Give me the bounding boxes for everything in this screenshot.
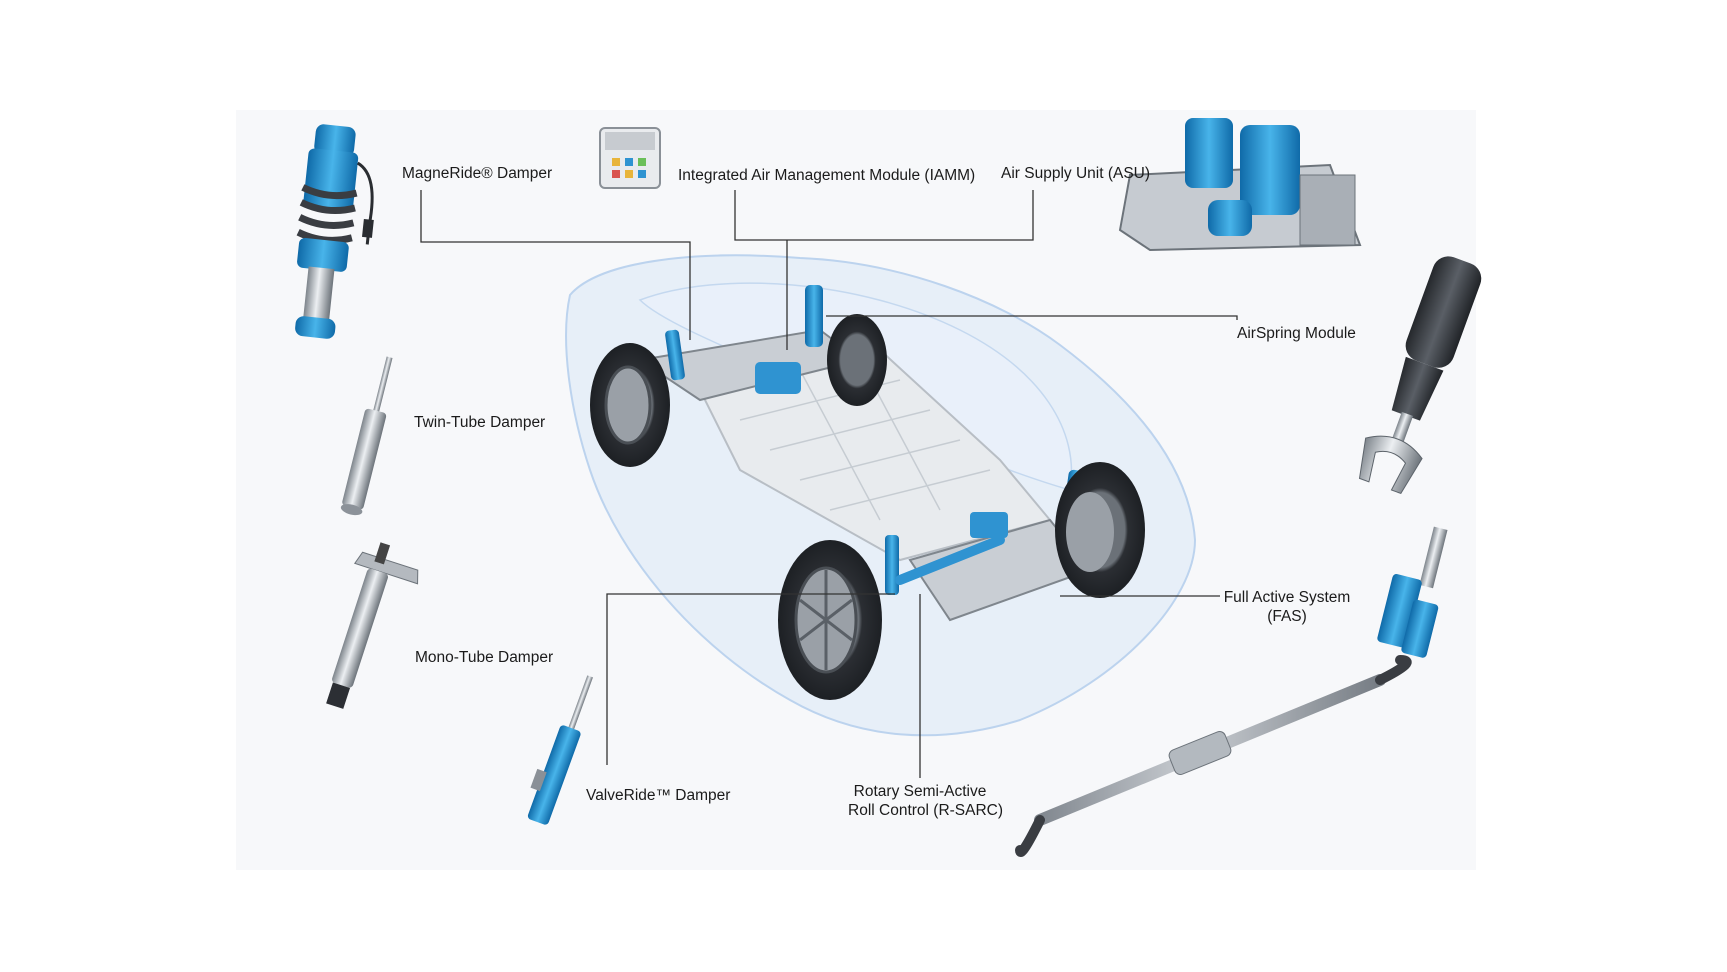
label-rsarc-line2: Roll Control (R-SARC) bbox=[848, 802, 1004, 819]
front-left-wheel bbox=[778, 540, 882, 700]
front-right-wheel bbox=[1055, 462, 1145, 598]
label-fas-line1: Full Active System bbox=[1223, 589, 1351, 606]
twin-tube-damper-image bbox=[340, 356, 393, 516]
leader-line-valveride bbox=[606, 593, 895, 765]
label-fas: Full Active System (FAS) bbox=[1222, 588, 1352, 626]
rear-left-wheel bbox=[590, 343, 670, 467]
vehicle-chassis-illustration bbox=[565, 254, 1197, 737]
leader-line-iamm bbox=[734, 190, 1034, 241]
iamm-module-image bbox=[599, 127, 661, 189]
airspring-module-image bbox=[1358, 256, 1482, 495]
label-mono-tube-damper: Mono-Tube Damper bbox=[415, 649, 554, 666]
label-fas-line2: (FAS) bbox=[1267, 608, 1307, 625]
label-valveride-damper: ValveRide™ Damper bbox=[586, 787, 731, 804]
asu-image bbox=[1118, 118, 1362, 252]
leader-line-airspring bbox=[826, 315, 1238, 320]
label-iamm: Integrated Air Management Module (IAMM) bbox=[678, 167, 976, 184]
label-asu: Air Supply Unit (ASU) bbox=[1001, 165, 1151, 182]
label-rsarc-line1: Rotary Semi-Active bbox=[853, 783, 987, 800]
valveride-damper-image bbox=[527, 675, 593, 825]
label-twin-tube-damper: Twin-Tube Damper bbox=[414, 414, 546, 431]
leader-lines bbox=[420, 190, 1238, 778]
label-airspring-module: AirSpring Module bbox=[1237, 325, 1356, 342]
label-magneride-damper: MagneRide® Damper bbox=[402, 165, 553, 182]
rear-right-wheel bbox=[827, 314, 887, 406]
mono-tube-damper-image bbox=[326, 542, 419, 709]
magneride-damper-image bbox=[295, 124, 374, 339]
label-rsarc: Rotary Semi-Active Roll Control (R-SARC) bbox=[848, 782, 1004, 820]
fas-actuator-image bbox=[1377, 526, 1448, 658]
rsarc-roll-bar-image bbox=[1015, 655, 1412, 857]
leader-line-magneride bbox=[420, 190, 691, 340]
